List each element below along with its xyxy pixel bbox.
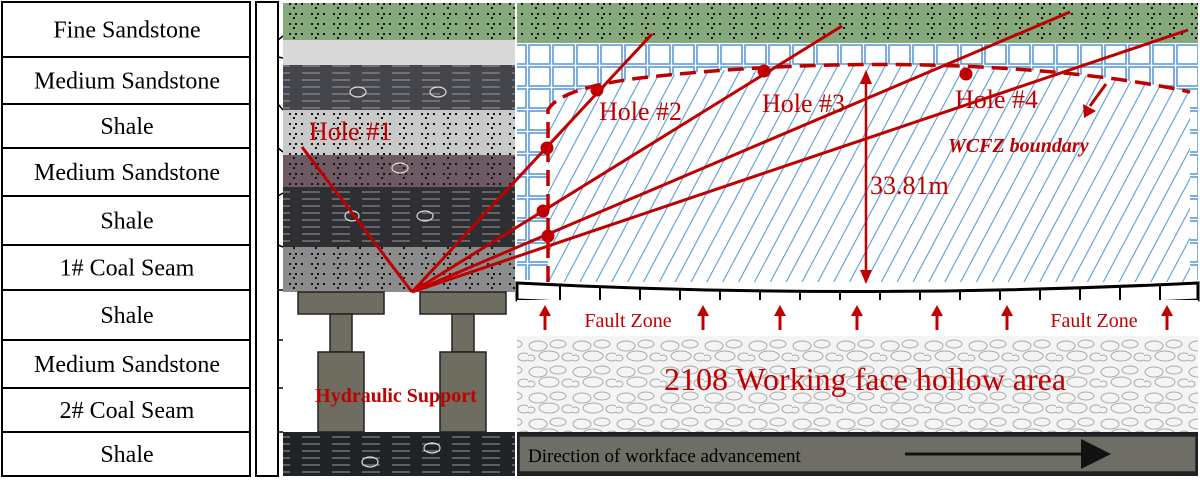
legend-connector-lines bbox=[255, 1, 284, 477]
wcfz-pointer-arrow bbox=[1083, 83, 1108, 118]
strata-label: Shale bbox=[100, 209, 153, 235]
goaf-panel bbox=[515, 3, 1200, 476]
borehole-intersection-points bbox=[536, 64, 973, 243]
strata-label: 2# Coal Seam bbox=[60, 398, 195, 424]
height-label: 33.81m bbox=[870, 171, 949, 200]
fault-zone-arrow bbox=[851, 305, 863, 330]
strata-label: Medium Sandstone bbox=[34, 352, 220, 378]
strata-label: Fine Sandstone bbox=[53, 18, 200, 44]
hole-1-label: Hole #1 bbox=[309, 117, 392, 146]
strata-label: Shale bbox=[100, 114, 153, 140]
hydraulic-support-label: Hydraulic Support bbox=[315, 385, 477, 407]
hydraulic-support-right bbox=[419, 291, 507, 433]
hole-4-line bbox=[411, 10, 1071, 294]
hole-3-label: Hole #3 bbox=[762, 89, 845, 118]
fault-zone-arrow bbox=[539, 305, 551, 330]
hole-2-line bbox=[410, 32, 654, 294]
hole-4-label: Hole #4 bbox=[955, 85, 1038, 114]
wcfz-boundary-line bbox=[546, 62, 1191, 282]
fault-zone-arrow bbox=[1161, 305, 1173, 330]
strata-label: Medium Sandstone bbox=[34, 69, 220, 95]
fault-zone-arrow bbox=[931, 305, 943, 330]
fault-zone-arrow bbox=[697, 305, 709, 330]
strata-label: Shale bbox=[100, 442, 153, 468]
fossil-icons bbox=[344, 86, 447, 468]
fault-zone-label-left: Fault Zone bbox=[584, 310, 671, 332]
advance-direction-label: Direction of workface advancement bbox=[528, 446, 801, 467]
hole-4b-line bbox=[411, 28, 1189, 294]
wcfz-boundary-label: WCFZ boundary bbox=[948, 135, 1089, 157]
fault-zone-arrow bbox=[1001, 305, 1013, 330]
hole-2-label: Hole #2 bbox=[599, 97, 682, 126]
hole-1-line bbox=[300, 146, 414, 293]
borehole-lines bbox=[300, 10, 1189, 294]
strata-label: Medium Sandstone bbox=[34, 160, 220, 186]
strata-label: 1# Coal Seam bbox=[60, 256, 195, 282]
hydraulic-support-left bbox=[297, 291, 385, 433]
fault-zone-label-right: Fault Zone bbox=[1050, 310, 1137, 332]
strata-label: Shale bbox=[100, 303, 153, 329]
fault-zone-arrows bbox=[539, 305, 1173, 330]
height-measure bbox=[860, 70, 872, 284]
fault-zone-arrow bbox=[774, 305, 786, 330]
hollow-area-label: 2108 Working face hollow area bbox=[664, 361, 1066, 397]
